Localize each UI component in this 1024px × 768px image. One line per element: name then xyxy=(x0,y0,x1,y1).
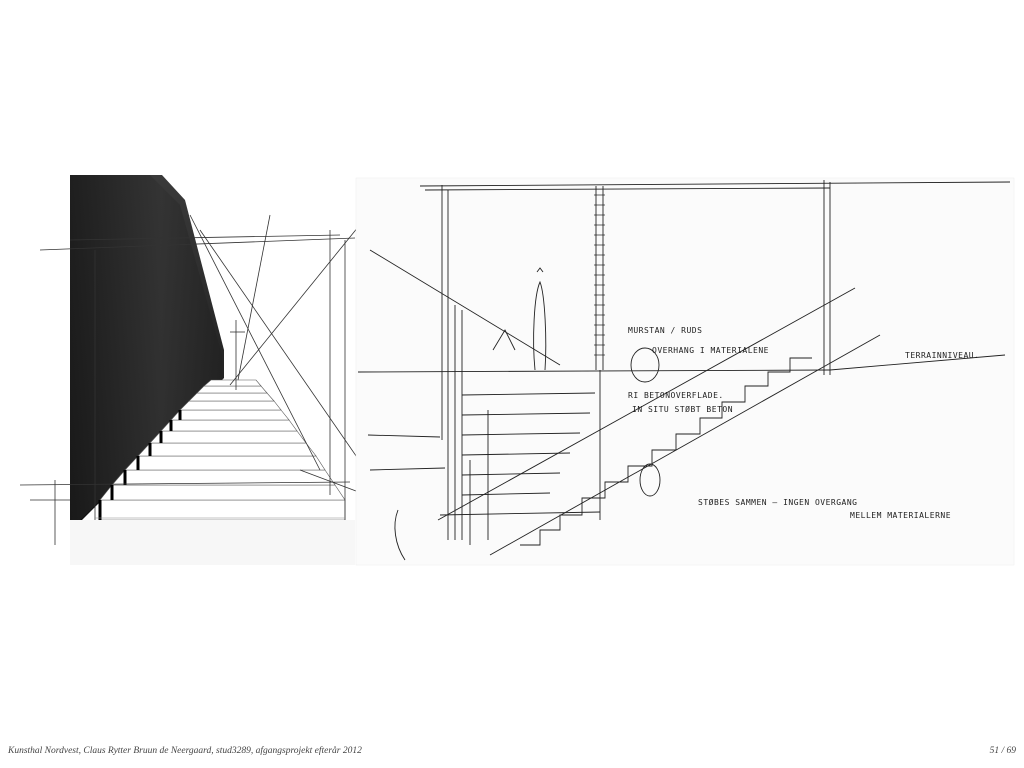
note-mellem: MELLEM MATERIALERNE xyxy=(850,511,951,520)
note-overhang: OVERHANG I MATERIALENE xyxy=(652,346,769,355)
section-view: MURSTAN / RUDS OVERHANG I MATERIALENE TE… xyxy=(355,177,1015,566)
page-number: 51 / 69 xyxy=(989,746,1016,756)
note-in-situ: IN SITU STØBT BETON xyxy=(632,404,733,414)
footer-caption: Kunsthal Nordvest, Claus Rytter Bruun de… xyxy=(8,746,362,756)
note-ri-beton: RI BETONOVERFLADE. xyxy=(628,391,724,400)
note-stoebt: STØBES SAMMEN — INGEN OVERGANG xyxy=(698,497,858,507)
perspective-view xyxy=(19,175,391,565)
note-murstone: MURSTAN / RUDS xyxy=(628,326,702,335)
note-terrain: TERRAINNIVEAU. xyxy=(905,351,979,360)
